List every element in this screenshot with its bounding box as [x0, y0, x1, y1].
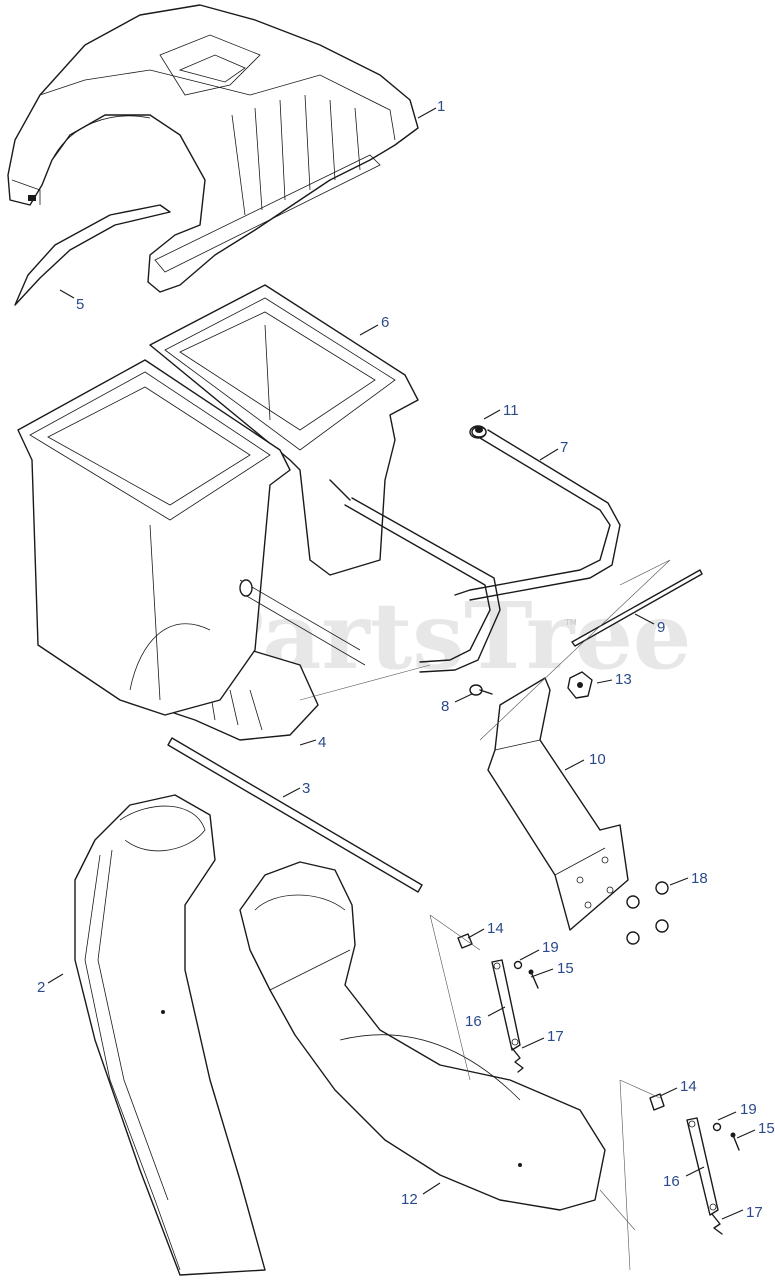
callout-15b: 15 — [758, 1120, 775, 1137]
part-16-link-lower — [686, 1117, 719, 1216]
callout-10: 10 — [589, 751, 606, 768]
callout-17b: 17 — [746, 1204, 763, 1221]
callout-11: 11 — [503, 402, 519, 419]
callout-9: 9 — [657, 619, 665, 636]
callout-16b: 16 — [663, 1173, 680, 1190]
part-11-cap — [471, 426, 487, 438]
callout-18: 18 — [691, 870, 708, 887]
callout-16a: 16 — [465, 1013, 482, 1030]
callout-17a: 17 — [547, 1028, 564, 1045]
callout-7: 7 — [560, 439, 568, 456]
part-19-washer-upper — [513, 960, 523, 970]
part-2-hose-left — [74, 794, 266, 1276]
part-18-bolts — [626, 881, 669, 945]
part-left-bag — [17, 359, 366, 716]
part-12-hose-right — [239, 861, 606, 1211]
callout-15a: 15 — [557, 960, 574, 977]
part-19-washer-lower — [712, 1122, 722, 1132]
callout-8: 8 — [441, 698, 449, 715]
watermark-tm: TM — [564, 618, 577, 627]
part-5-deflector-strip — [14, 204, 171, 306]
callout-19a: 19 — [542, 939, 559, 956]
callout-1: 1 — [437, 98, 445, 115]
callout-3: 3 — [302, 780, 310, 797]
callout-12: 12 — [401, 1191, 418, 1208]
part-17-spring-lower — [711, 1213, 723, 1235]
part-3-rod — [167, 737, 423, 893]
callout-leaders — [47, 107, 756, 1220]
callout-14b: 14 — [680, 1078, 697, 1095]
callout-14a: 14 — [487, 920, 504, 937]
part-8-bolt — [469, 684, 493, 696]
part-17-spring-upper — [511, 1047, 524, 1073]
part-9-rod — [571, 569, 703, 647]
callout-labels: 1 2 3 4 5 6 7 8 9 10 11 12 13 14 14 15 1… — [37, 98, 775, 1221]
part-6-bag-right — [149, 284, 419, 576]
callout-13: 13 — [615, 671, 632, 688]
part-15-screw-upper — [528, 969, 539, 989]
callout-6: 6 — [381, 314, 389, 331]
part-1-cover-lid — [7, 4, 419, 293]
callout-2: 2 — [37, 979, 45, 996]
part-15-screw-lower — [730, 1132, 740, 1151]
part-13-knob — [567, 671, 593, 699]
assembly-guide-lines — [299, 559, 671, 1271]
callout-5: 5 — [76, 296, 84, 313]
callout-19b: 19 — [740, 1101, 757, 1118]
part-10-bracket — [487, 677, 629, 931]
callout-4: 4 — [318, 734, 326, 751]
part-14-pin-lower — [649, 1093, 665, 1111]
part-16-link-upper — [491, 959, 521, 1051]
